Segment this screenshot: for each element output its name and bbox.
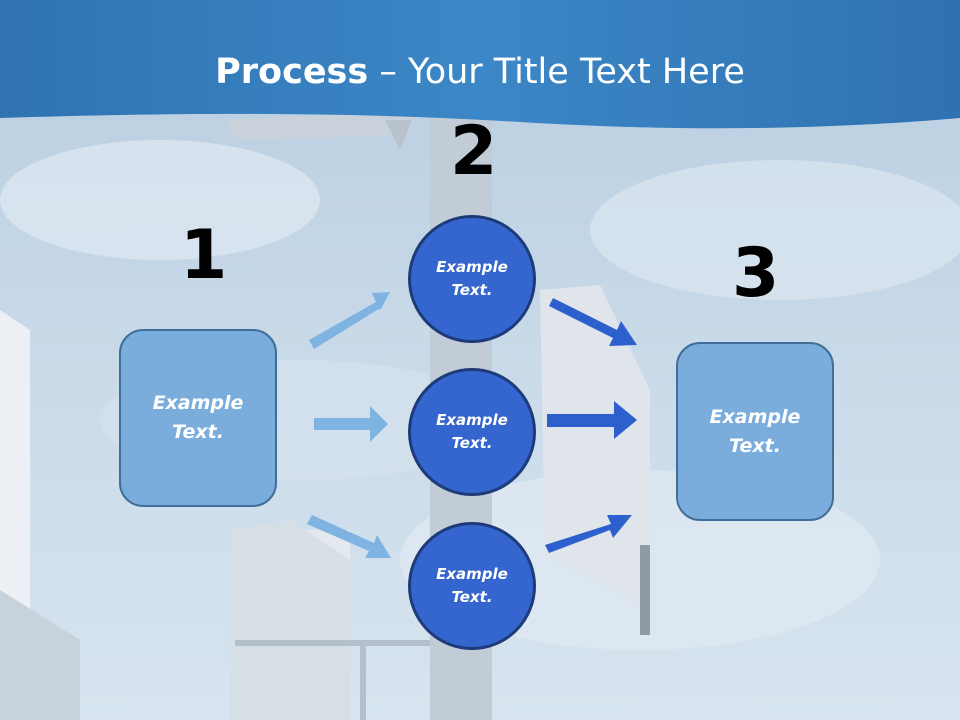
arrow-right-down (545, 515, 632, 553)
step-number-2: 2 (450, 112, 498, 191)
step-2-circle-top: Example Text. (408, 215, 536, 343)
step-2-circle-middle: Example Text. (408, 368, 536, 496)
arrow-left-up (309, 292, 390, 349)
title-rest: – Your Title Text Here (368, 52, 745, 92)
slide-title: Process – Your Title Text Here (0, 52, 960, 92)
step-number-1: 1 (180, 216, 228, 295)
arrow-right-mid (547, 401, 637, 439)
circle-bottom-text: Example Text. (436, 565, 508, 606)
circle-top-text: Example Text. (436, 258, 508, 299)
step-1-box: Example Text. (119, 329, 277, 507)
arrow-right-up (549, 298, 637, 346)
step-1-text: Example Text. (152, 392, 244, 443)
step-2-circle-bottom: Example Text. (408, 522, 536, 650)
circle-middle-text: Example Text. (436, 411, 508, 452)
title-bold: Process (215, 52, 369, 92)
arrow-left-mid (314, 406, 388, 442)
step-3-box: Example Text. (676, 342, 834, 521)
step-3-text: Example Text. (709, 405, 801, 457)
arrow-left-down (307, 515, 391, 558)
step-number-3: 3 (732, 234, 780, 313)
